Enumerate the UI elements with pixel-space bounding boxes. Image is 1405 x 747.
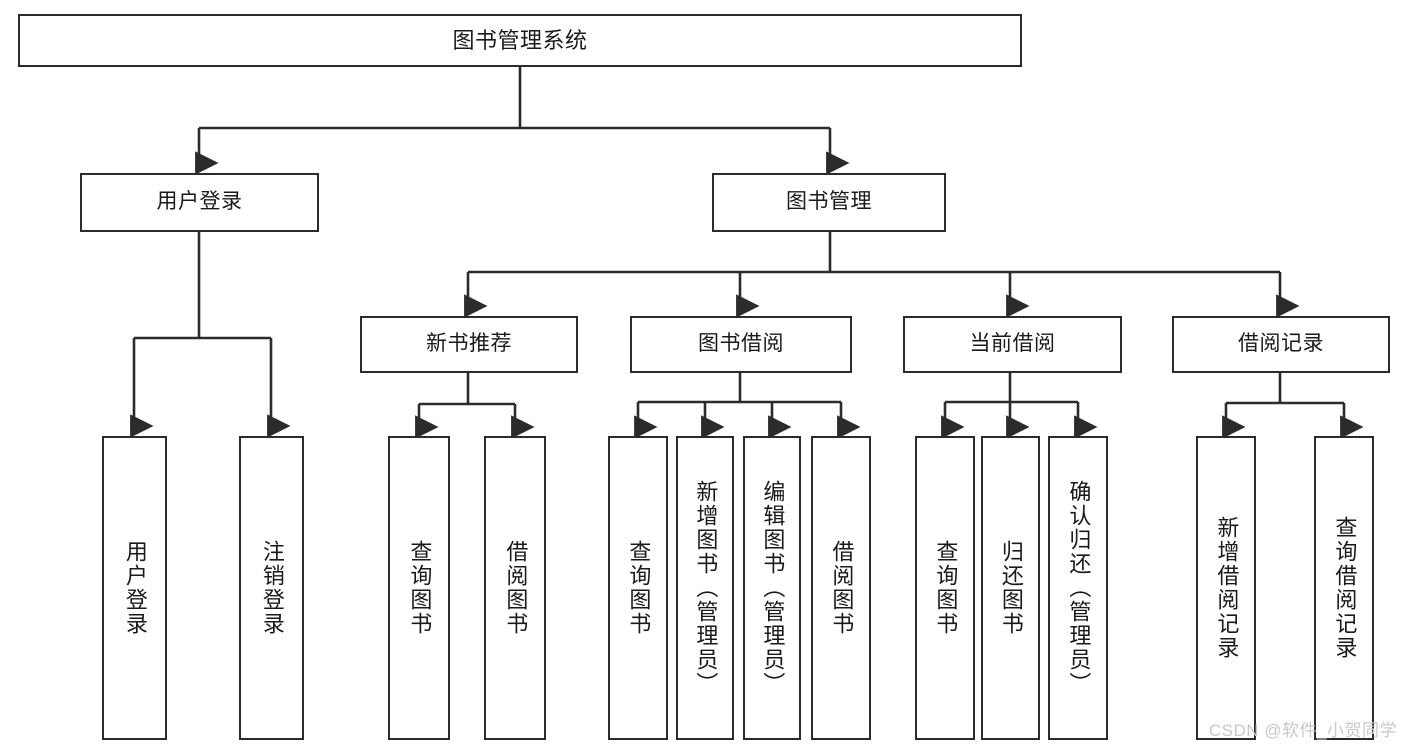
node-borrow-record[interactable]: 借阅记录 <box>1172 316 1390 373</box>
node-leaf-query-record-label: 查询借阅记录 <box>1332 516 1358 660</box>
node-root[interactable]: 图书管理系统 <box>18 14 1022 67</box>
node-leaf-add-book-label: 新增图书（管理员） <box>693 480 719 696</box>
node-book-borrow[interactable]: 图书借阅 <box>630 316 852 373</box>
node-leaf-borrow-book-1-label: 借阅图书 <box>503 540 529 636</box>
node-new-book-rec-label: 新书推荐 <box>426 332 512 356</box>
node-leaf-add-record-label: 新增借阅记录 <box>1214 516 1240 660</box>
node-leaf-query-book-2[interactable]: 查询图书 <box>608 436 668 740</box>
node-book-borrow-label: 图书借阅 <box>698 332 784 356</box>
node-root-label: 图书管理系统 <box>452 27 588 53</box>
node-leaf-add-book[interactable]: 新增图书（管理员） <box>676 436 734 740</box>
node-leaf-add-record[interactable]: 新增借阅记录 <box>1196 436 1256 740</box>
node-leaf-confirm-return-label: 确认归还（管理员） <box>1066 480 1092 696</box>
node-leaf-confirm-return[interactable]: 确认归还（管理员） <box>1048 436 1108 740</box>
node-leaf-user-logout-label: 注销登录 <box>259 540 285 636</box>
node-leaf-query-record[interactable]: 查询借阅记录 <box>1314 436 1374 740</box>
node-current-borrow-label: 当前借阅 <box>969 332 1056 356</box>
node-leaf-query-book-3[interactable]: 查询图书 <box>915 436 975 740</box>
node-leaf-query-book-1-label: 查询图书 <box>407 540 433 636</box>
node-leaf-return-book-label: 归还图书 <box>998 540 1024 636</box>
node-leaf-borrow-book-2-label: 借阅图书 <box>829 540 855 636</box>
node-leaf-user-logout[interactable]: 注销登录 <box>239 436 304 740</box>
node-leaf-edit-book[interactable]: 编辑图书（管理员） <box>743 436 801 740</box>
csdn-watermark: CSDN @软件_小贺同学 <box>1208 721 1397 740</box>
node-leaf-return-book[interactable]: 归还图书 <box>981 436 1040 740</box>
node-user-login[interactable]: 用户登录 <box>80 173 319 232</box>
node-leaf-user-login[interactable]: 用户登录 <box>102 436 167 740</box>
node-leaf-user-login-label: 用户登录 <box>122 540 148 636</box>
node-current-borrow[interactable]: 当前借阅 <box>903 316 1122 373</box>
node-leaf-edit-book-label: 编辑图书（管理员） <box>760 480 786 696</box>
node-leaf-query-book-3-label: 查询图书 <box>933 540 959 636</box>
node-user-login-label: 用户登录 <box>156 190 243 214</box>
node-leaf-borrow-book-1[interactable]: 借阅图书 <box>484 436 546 740</box>
node-leaf-query-book-2-label: 查询图书 <box>626 540 652 636</box>
node-borrow-record-label: 借阅记录 <box>1238 332 1324 356</box>
node-new-book-rec[interactable]: 新书推荐 <box>360 316 578 373</box>
node-leaf-borrow-book-2[interactable]: 借阅图书 <box>811 436 871 740</box>
node-leaf-query-book-1[interactable]: 查询图书 <box>388 436 450 740</box>
node-book-manage-label: 图书管理 <box>786 190 872 214</box>
node-book-manage[interactable]: 图书管理 <box>712 173 946 232</box>
